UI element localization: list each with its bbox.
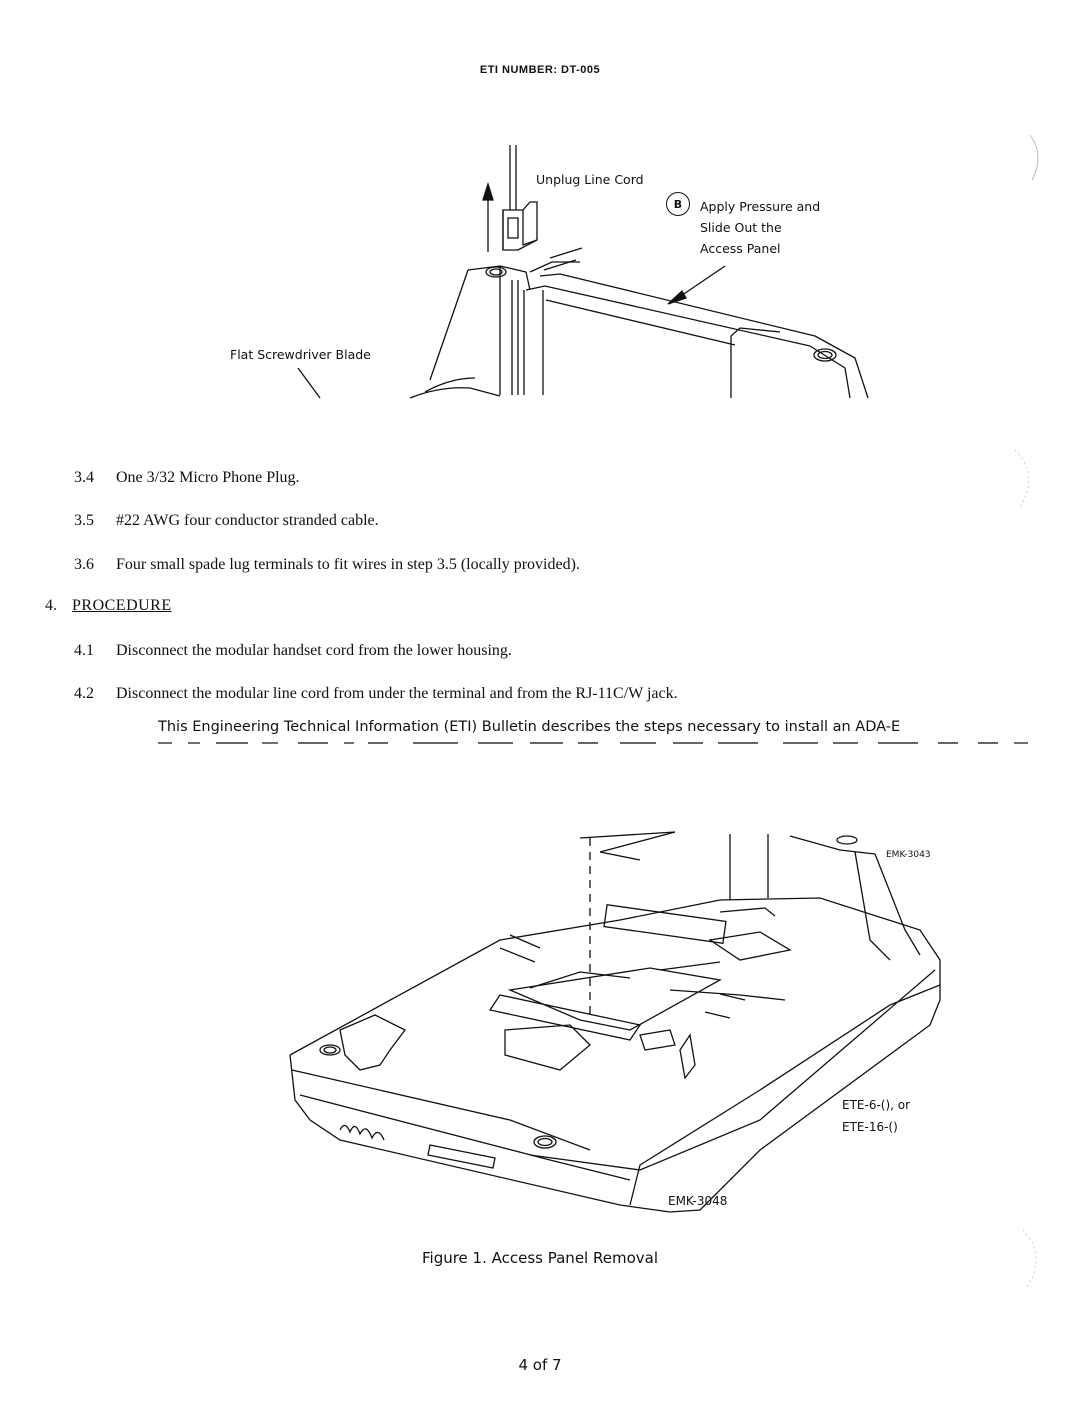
step-number: 4.2 bbox=[74, 685, 94, 702]
parts-item-3-5: 3.5 #22 AWG four conductor stranded cabl… bbox=[74, 512, 379, 530]
parts-item-3-6: 3.6 Four small spade lug terminals to fi… bbox=[74, 556, 580, 574]
parts-item-text: Four small spade lug terminals to fit wi… bbox=[116, 556, 580, 573]
callout-line-2: Slide Out the bbox=[700, 220, 782, 235]
section-title: PROCEDURE bbox=[72, 597, 172, 614]
step-text: Disconnect the modular line cord from un… bbox=[116, 685, 678, 702]
callout-badge-b: B bbox=[666, 192, 690, 216]
page-number: 4 of 7 bbox=[518, 1356, 562, 1374]
step-text: Disconnect the modular handset cord from… bbox=[116, 642, 512, 659]
screwdriver-label: Flat Screwdriver Blade bbox=[230, 347, 371, 362]
procedure-heading: 4. PROCEDURE bbox=[45, 597, 172, 615]
parts-item-3-4: 3.4 One 3/32 Micro Phone Plug. bbox=[74, 469, 300, 487]
intro-text: This Engineering Technical Information (… bbox=[158, 719, 901, 735]
emk-3048-code: EMK-3048 bbox=[668, 1194, 728, 1208]
clipped-text-line bbox=[158, 739, 1048, 745]
procedure-step-4-1: 4.1 Disconnect the modular handset cord … bbox=[74, 642, 512, 660]
eti-number-header: ETI NUMBER: DT-005 bbox=[479, 64, 601, 76]
parts-item-number: 3.6 bbox=[74, 556, 94, 573]
parts-item-number: 3.4 bbox=[74, 469, 94, 486]
step-number: 4.1 bbox=[74, 642, 94, 659]
parts-item-text: #22 AWG four conductor stranded cable. bbox=[116, 512, 379, 529]
unplug-line-cord-label: Unplug Line Cord bbox=[536, 172, 644, 187]
figure-caption: Figure 1. Access Panel Removal bbox=[421, 1249, 658, 1267]
parts-item-text: One 3/32 Micro Phone Plug. bbox=[116, 469, 300, 486]
procedure-step-4-2: 4.2 Disconnect the modular line cord fro… bbox=[74, 685, 678, 703]
section-number: 4. bbox=[45, 597, 57, 614]
model-line-1: ETE-6-(), or bbox=[842, 1098, 911, 1112]
scan-artifact bbox=[1014, 449, 1030, 508]
apply-pressure-callout: B Apply Pressure and Slide Out the Acces… bbox=[666, 192, 821, 259]
callout-line-3: Access Panel bbox=[700, 241, 781, 256]
telephone-base-illustration bbox=[289, 831, 941, 1213]
access-panel-top-illustration bbox=[297, 145, 869, 399]
emk-3043-code: EMK-3043 bbox=[886, 850, 931, 860]
model-line-2: ETE-16-() bbox=[842, 1120, 898, 1134]
parts-item-number: 3.5 bbox=[74, 512, 94, 529]
model-label: ETE-6-(), or ETE-16-() bbox=[842, 1094, 910, 1138]
callout-line-1: Apply Pressure and bbox=[700, 199, 821, 214]
scan-artifact bbox=[1029, 134, 1039, 181]
scan-artifact bbox=[1022, 1229, 1037, 1288]
